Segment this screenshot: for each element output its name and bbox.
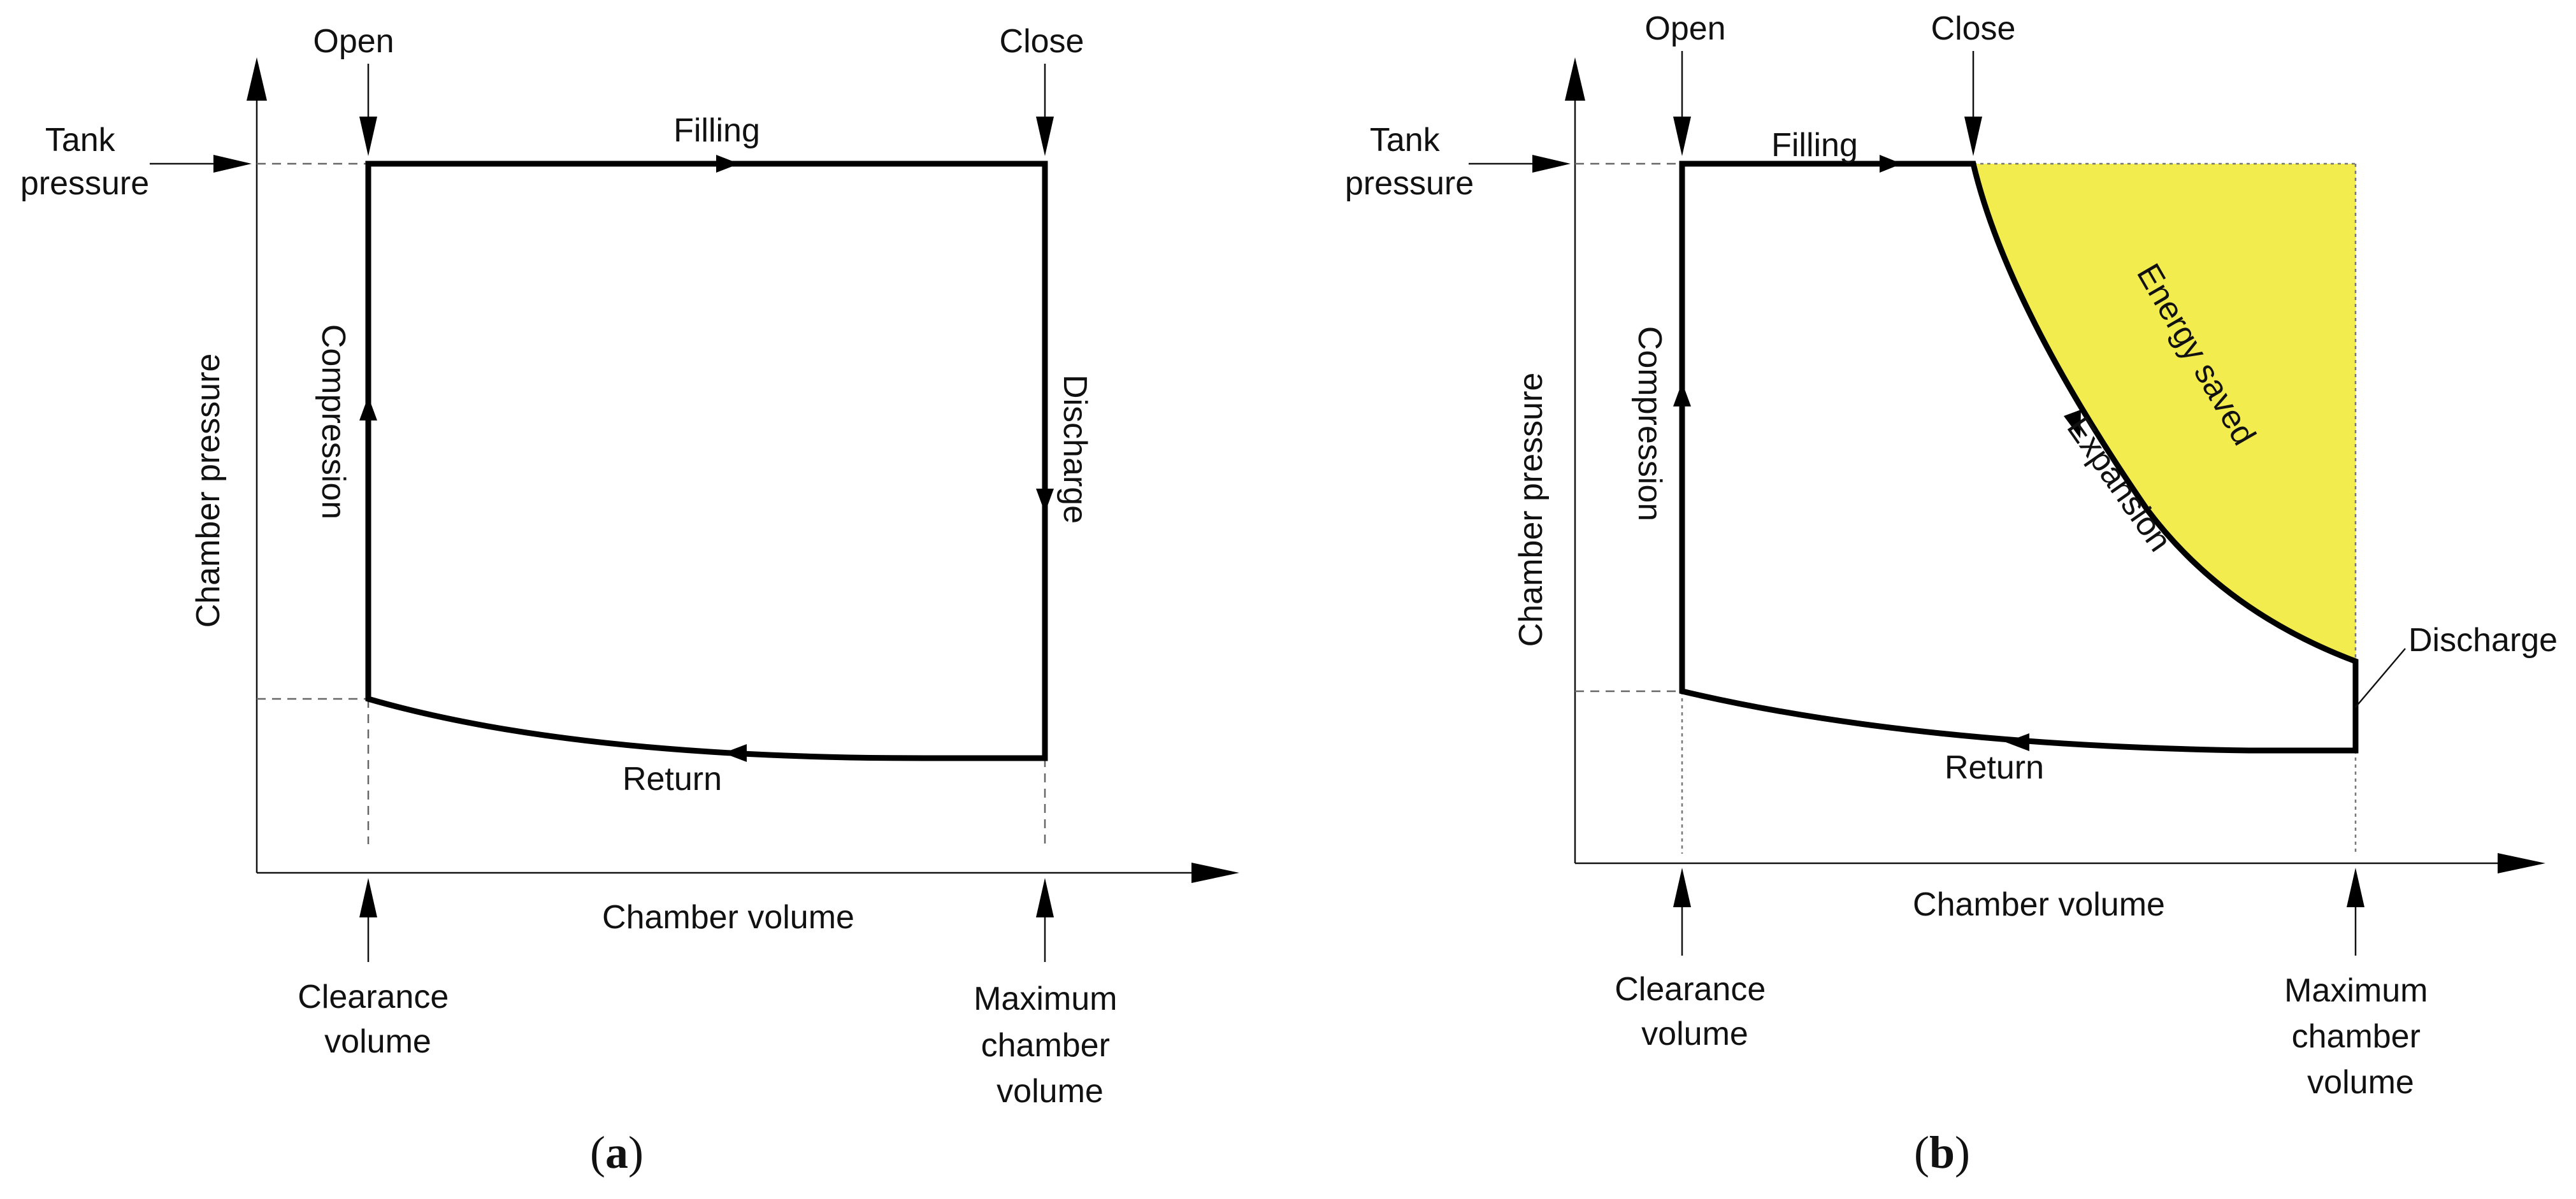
compression-arrow-b (1673, 382, 1691, 406)
return-label-a: Return (622, 761, 722, 798)
caption-b-open-paren: ( (1914, 1127, 1929, 1178)
caption-b-letter: b (1929, 1127, 1955, 1178)
clearance-volume-line2-b: volume (1641, 1016, 1748, 1052)
energy-saved-region-b (1973, 164, 2356, 661)
close-label-b: Close (1931, 10, 2016, 47)
filling-label-b: Filling (1771, 127, 1858, 164)
tank-pressure-label-a: Tank pressure (20, 122, 149, 202)
chamber-pressure-label-a: Chamber pressure (190, 354, 227, 628)
y-axis-arrow-b (1565, 57, 1585, 101)
open-arrowhead-b (1673, 117, 1691, 156)
max-chamber-volume-line2-a: chamber (981, 1027, 1110, 1064)
x-axis-arrow-b (2498, 853, 2545, 873)
max-chamber-volume-line2-b: chamber (2292, 1018, 2421, 1055)
return-arrow-a (723, 744, 747, 762)
close-arrowhead-a (1036, 117, 1054, 156)
max-chamber-volume-line3-a: volume (997, 1073, 1104, 1110)
max-chamber-volume-line1-b: Maximum (2284, 972, 2428, 1009)
max-volume-arrowhead-b (2347, 868, 2364, 907)
max-volume-arrowhead-a (1036, 878, 1054, 917)
return-arrow-b (2006, 733, 2029, 751)
max-chamber-volume-label-b: Maximum chamber volume (2284, 972, 2437, 1101)
clearance-volume-line2-a: volume (324, 1023, 431, 1060)
tank-pressure-line2-a: pressure (20, 165, 149, 202)
caption-a: (a) (590, 1127, 644, 1178)
discharge-label-a: Discharge (1056, 375, 1093, 524)
cycle-path-a (365, 161, 1048, 761)
tank-pressure-label-b: Tank pressure (1345, 122, 1474, 202)
open-arrowhead-a (359, 117, 377, 156)
expansion-arrow-b (2064, 410, 2081, 438)
panel-b: Open Close Tank pressure Filling Compres… (1345, 10, 2558, 1178)
filling-arrow-a (716, 155, 739, 173)
caption-b: (b) (1914, 1127, 1970, 1178)
clearance-arrowhead-a (359, 878, 377, 917)
chamber-volume-label-a: Chamber volume (602, 899, 854, 936)
tank-pressure-arrowhead-a (213, 155, 252, 173)
tank-pressure-arrowhead-b (1532, 155, 1571, 173)
close-label-a: Close (1000, 23, 1084, 60)
discharge-callout-b (2355, 648, 2406, 708)
clearance-volume-label-b: Clearance volume (1615, 971, 1774, 1052)
clearance-arrowhead-b (1673, 868, 1691, 907)
tank-pressure-line1-a: Tank (45, 122, 116, 159)
max-chamber-volume-line1-a: Maximum (974, 980, 1117, 1017)
chamber-pressure-label-b: Chamber pressure (1513, 373, 1550, 647)
close-arrowhead-b (1964, 117, 1982, 156)
cycle-path-b (1679, 161, 2359, 754)
y-axis-arrow-a (247, 57, 267, 101)
max-chamber-volume-label-a: Maximum chamber volume (974, 980, 1126, 1110)
compression-label-b: Compression (1631, 326, 1668, 521)
compression-arrow-a (359, 396, 377, 420)
tank-pressure-line1-b: Tank (1370, 122, 1441, 159)
x-axis-arrow-a (1191, 863, 1239, 883)
caption-a-open-paren: ( (590, 1127, 605, 1178)
discharge-arrow-a (1036, 489, 1054, 513)
caption-b-close-paren: ) (1955, 1127, 1970, 1178)
caption-a-close-paren: ) (628, 1127, 644, 1178)
caption-a-letter: a (605, 1127, 628, 1178)
clearance-volume-line1-a: Clearance (298, 979, 449, 1016)
return-label-b: Return (1945, 749, 2044, 786)
chamber-volume-label-b: Chamber volume (1913, 886, 2165, 923)
discharge-label-b: Discharge (2408, 622, 2558, 659)
open-label-b: Open (1644, 10, 1725, 47)
open-label-a: Open (313, 23, 394, 60)
max-chamber-volume-line3-b: volume (2307, 1064, 2414, 1101)
tank-pressure-line2-b: pressure (1345, 165, 1474, 202)
compression-label-a: Compression (315, 324, 352, 519)
clearance-volume-label-a: Clearance volume (298, 979, 457, 1060)
filling-arrow-b (1880, 155, 1902, 173)
filling-label-a: Filling (673, 112, 760, 149)
clearance-volume-line1-b: Clearance (1615, 971, 1766, 1008)
panel-a: Open Close Tank pressure Filling Compres… (20, 23, 1239, 1178)
